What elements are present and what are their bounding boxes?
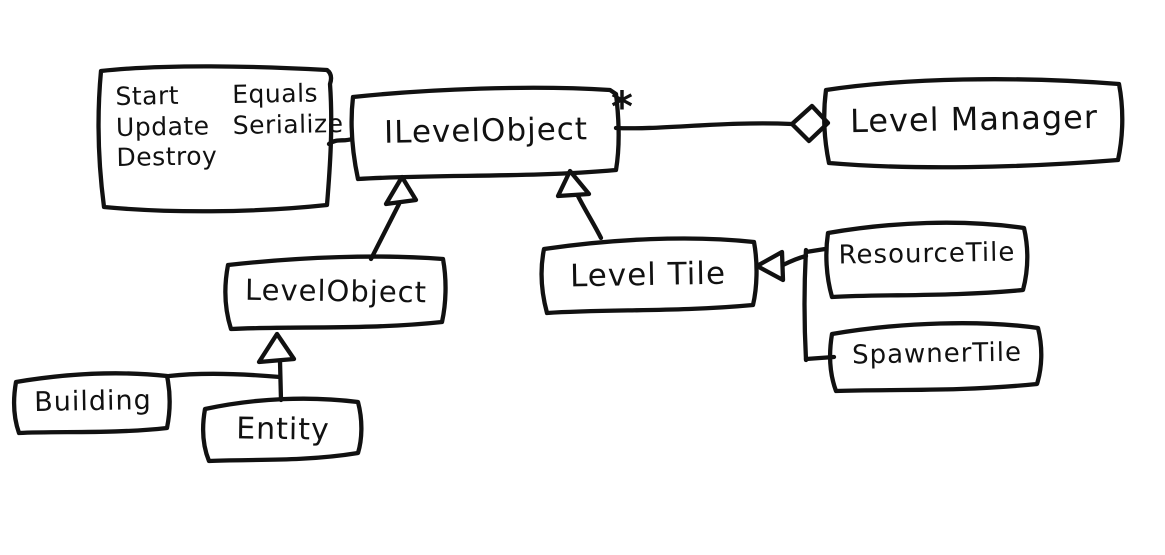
inheritance-triangle-levelobject <box>383 174 419 207</box>
inheritance-line-levelobject <box>368 201 402 262</box>
note-methods: Start Update Destroy Equals Serialize <box>115 78 344 173</box>
class-box-levelobject <box>223 254 448 332</box>
inheritance-triangle-levelobject-bottom <box>256 331 297 365</box>
class-label-spawnertile: SpawnerTile <box>851 337 1023 371</box>
entity-branch-vertical <box>277 358 284 403</box>
note-method: Serialize <box>232 108 344 140</box>
inheritance-triangle-leveltile <box>555 168 592 199</box>
class-box-building <box>11 371 172 436</box>
building-branch-horizontal <box>166 371 283 380</box>
tile-branch-resource-stub <box>803 246 828 255</box>
note-method: Start <box>115 80 180 111</box>
note-method: Equals <box>231 78 319 109</box>
class-label-resourcetile: ResourceTile <box>838 237 1016 271</box>
class-box-entity <box>200 396 364 464</box>
tile-branch-horizontal <box>780 253 809 268</box>
class-box-ilevelobject <box>349 85 621 182</box>
class-label-building: Building <box>33 384 153 419</box>
note-connector <box>326 136 355 147</box>
note-method: Destroy <box>116 141 218 172</box>
tile-branch-vertical <box>802 247 809 363</box>
aggregation-diamond <box>789 103 831 144</box>
note-method: Update <box>115 110 210 142</box>
class-label-levelmanager: Level Manager <box>849 97 1099 141</box>
class-box-resourcetile <box>824 220 1030 300</box>
class-label-entity: Entity <box>235 411 331 448</box>
class-box-spawnertile <box>827 321 1044 394</box>
note-methods-col2: Equals Serialize <box>232 78 344 171</box>
class-box-leveltile <box>539 236 759 316</box>
class-label-levelobject: LevelObject <box>244 272 428 310</box>
class-box-levelmanager <box>822 77 1125 170</box>
inheritance-line-leveltile <box>575 193 604 241</box>
aggregation-line <box>613 121 795 131</box>
note-box <box>96 64 334 214</box>
note-methods-col1: Start Update Destroy <box>115 80 217 173</box>
class-label-ilevelobject: ILevelObject <box>383 111 589 151</box>
class-label-leveltile: Level Tile <box>569 255 727 295</box>
multiplicity-star: * <box>611 82 633 131</box>
inheritance-triangle-leveltile-right <box>754 249 786 283</box>
